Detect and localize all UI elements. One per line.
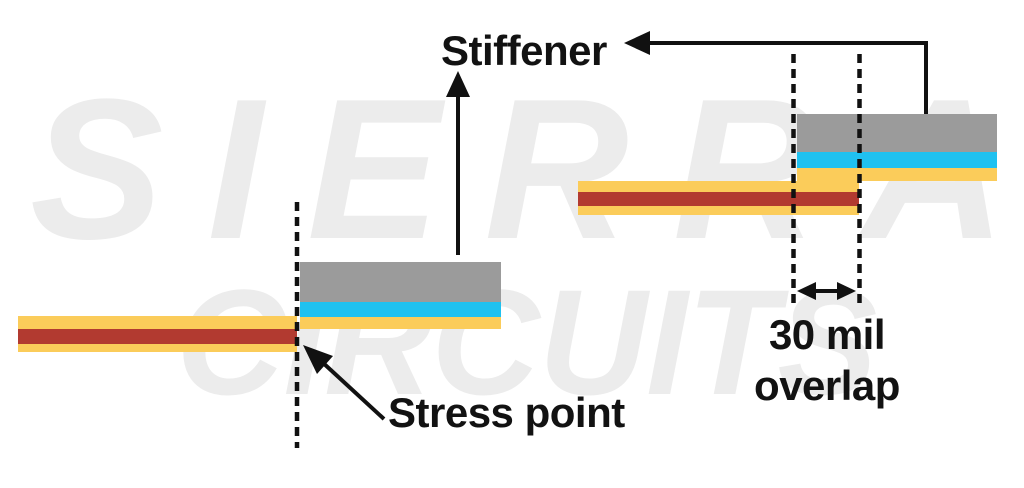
flex-strip-left [18,316,297,352]
adhesive-yellow-right [797,168,997,181]
stiffener-block-left [300,262,501,302]
copper-trace-right [578,192,859,206]
stiffener-block-right [797,114,997,152]
overlap-label: 30 mil overlap [727,309,927,411]
adhesive-blue-right [797,152,997,168]
copper-trace-left [18,329,297,344]
adhesive-blue-left [300,302,501,317]
overlap-label-line1: 30 mil [768,311,886,358]
flex-strip-right [578,181,859,215]
adhesive-yellow-left [300,317,501,329]
stress-point-label: Stress point [388,389,625,436]
overlap-label-line2: overlap [754,362,900,409]
stiffener-label: Stiffener [441,27,607,74]
